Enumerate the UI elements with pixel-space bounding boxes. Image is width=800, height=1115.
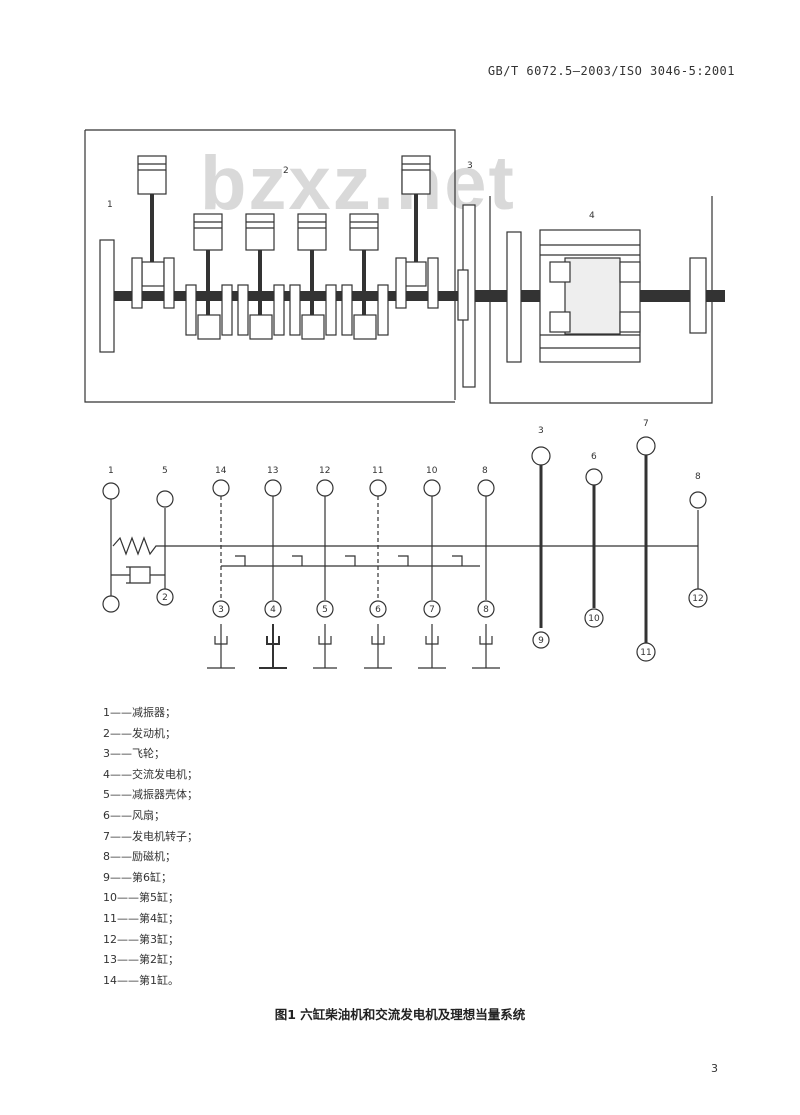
inertia-circles [102,436,707,613]
equivalent-system [110,455,699,669]
schematic-num: 5 [322,605,328,615]
legend-item: 5——减振器壳体； [103,788,198,802]
legend-item: 13——第2缸； [103,953,179,967]
figure-legend: 1——减振器； 2——发动机； 3——飞轮； 4——交流发电机； 5——减振器壳… [103,703,198,991]
part-label-3: 3 [467,161,473,171]
legend-item: 1——减振器； [103,706,176,719]
schematic-num: 7 [429,605,435,615]
schematic-num: 2 [162,593,168,603]
schematic-label: 8 [695,472,701,482]
schematic-label: 7 [643,419,649,429]
legend-item: 10——第5缸； [103,891,179,905]
schematic-label: 12 [319,466,330,476]
schematic-num: 4 [270,605,276,615]
schematic-num: 9 [538,636,544,646]
schematic-label: 13 [267,466,278,476]
schematic-num: 10 [588,614,600,624]
legend-item: 11——第4缸； [103,911,179,925]
legend-item: 12——第3缸； [103,932,179,946]
legend-item: 4——交流发电机； [103,767,198,781]
fan [506,231,522,363]
schematic-num: 11 [640,648,651,658]
damper [99,239,115,353]
schematic-num: 3 [218,605,224,615]
legend-item: 2——发动机； [103,726,176,740]
schematic-label: 14 [215,466,227,476]
schematic-label: 1 [108,466,114,476]
legend-item: 8——励磁机； [103,850,176,864]
schematic-label: 5 [162,466,168,476]
part-label-1: 1 [107,200,113,210]
schematic-label: 8 [482,466,488,476]
legend-item: 9——第6缸； [103,870,172,884]
legend-item: 7——发电机转子； [103,829,198,843]
pistons [137,155,431,340]
schematic-num: 6 [375,605,381,615]
legend-item: 14——第1缸。 [103,973,179,987]
exciter [689,257,707,334]
part-label-2: 2 [283,166,289,176]
part-label-4: 4 [589,211,595,221]
schematic-num: 8 [483,605,489,615]
crank-webs [131,257,439,336]
schematic-label: 11 [372,466,383,476]
alternator-rotor [549,261,571,283]
schematic-label: 10 [426,466,438,476]
standard-id-header: GB/T 6072.5—2003/ISO 3046-5:2001 [487,64,735,78]
page-number: 3 [711,1062,718,1075]
watermark: bzxz.net [200,141,516,226]
engine-boundary [84,129,456,403]
legend-item: 6——风扇； [103,808,165,822]
legend-item: 3——飞轮； [103,747,165,761]
schematic-label: 6 [591,452,597,462]
schematic-label: 3 [538,426,544,436]
figure-caption: 图1 六缸柴油机和交流发电机及理想当量系统 [274,1007,526,1022]
schematic-num: 12 [692,594,703,604]
